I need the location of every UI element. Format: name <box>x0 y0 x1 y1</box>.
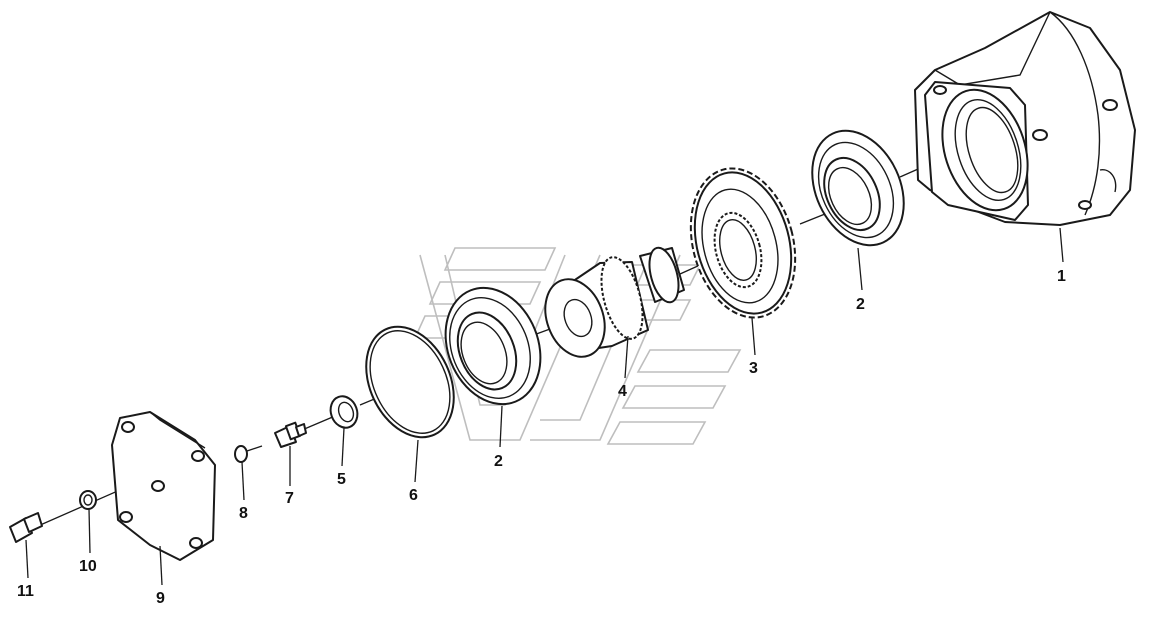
callout-9: 9 <box>156 590 165 607</box>
callout-4: 4 <box>618 383 627 400</box>
callout-6: 6 <box>409 487 418 504</box>
callout-3: 3 <box>749 360 758 377</box>
housing <box>914 11 1136 226</box>
gear <box>689 167 797 319</box>
callout-7: 7 <box>285 490 294 507</box>
callout-11: 11 <box>17 583 34 600</box>
callout-labels: 1 2 3 4 2 6 5 7 8 9 10 11 <box>17 268 1066 607</box>
bearing-left <box>444 286 542 406</box>
flat-washer <box>79 490 97 510</box>
snap-ring <box>234 445 248 463</box>
bearing-right <box>811 129 905 247</box>
callout-5: 5 <box>337 471 346 488</box>
cover-plate <box>111 411 216 561</box>
callout-10: 10 <box>79 558 97 575</box>
bolt <box>9 512 43 543</box>
o-ring <box>365 325 455 439</box>
shaft <box>544 246 685 358</box>
leader-lines <box>25 227 1064 586</box>
callout-8: 8 <box>239 505 248 522</box>
fitting <box>274 421 307 448</box>
callout-2-right: 2 <box>856 296 865 313</box>
callout-2-left: 2 <box>494 453 503 470</box>
washer <box>329 395 359 429</box>
callout-1: 1 <box>1057 268 1066 285</box>
